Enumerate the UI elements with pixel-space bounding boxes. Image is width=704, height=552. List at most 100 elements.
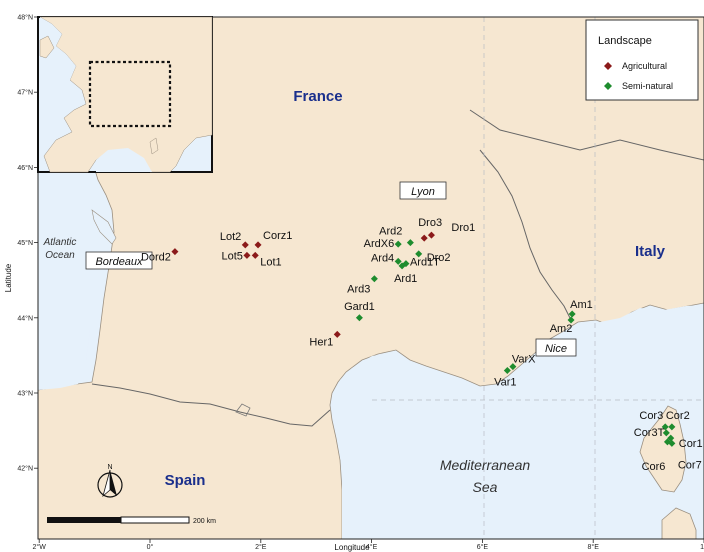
city-bordeaux: Bordeaux — [85, 251, 153, 270]
site-label: Gard1 — [344, 301, 375, 313]
site-marker — [370, 275, 378, 283]
site-her1: Her1 — [309, 330, 341, 348]
site-marker — [427, 231, 435, 239]
region-label-france: France — [293, 88, 342, 105]
y-tick-label: 48°N — [17, 14, 33, 22]
city-nice: Nice — [535, 338, 577, 357]
site-dro2: Dro2 — [415, 250, 451, 264]
site-label: Lot1 — [260, 256, 281, 268]
site-label: Corz1 — [263, 230, 292, 242]
x-tick-label: 2°W — [33, 543, 47, 551]
site-am2: Am2 — [550, 316, 575, 335]
site-lot5: Lot5 — [222, 250, 251, 262]
site-dro1: Dro1 — [427, 222, 475, 239]
gironde-estuary — [91, 209, 117, 245]
site-marker — [567, 316, 575, 324]
site-marker — [667, 434, 675, 442]
y-tick-label: 42°N — [17, 465, 33, 473]
site-marker — [509, 363, 517, 371]
site-lot2: Lot2 — [220, 231, 249, 249]
site-varx: VarX — [509, 354, 536, 371]
swiss-border — [469, 109, 704, 161]
sea-label-line1: Mediterranean — [440, 457, 530, 473]
site-ard4: Ard4 — [371, 252, 402, 265]
site-label: Dord2 — [141, 252, 171, 264]
legend-marker — [604, 62, 612, 70]
site-label: Ard2 — [379, 226, 402, 238]
site-ard1: Ard1 — [394, 262, 417, 285]
site-label: Ard4 — [371, 252, 394, 264]
site-marker — [662, 429, 670, 437]
legend-item: Agricultural — [604, 61, 667, 71]
site-label: VarX — [512, 354, 536, 366]
site-dro3: Dro3 — [418, 217, 442, 242]
mediterranean-sea — [332, 305, 704, 539]
map-frame — [37, 16, 704, 540]
y-tick-label: 46°N — [17, 164, 33, 172]
site-marker — [661, 423, 669, 431]
x-tick-label: 0° — [147, 543, 154, 551]
site-cor3: Cor3 — [639, 410, 669, 431]
x-tick-label: 10 — [700, 544, 704, 551]
site-label: Dro3 — [418, 217, 442, 229]
legend-label: Agricultural — [622, 61, 667, 71]
site-marker — [355, 314, 363, 322]
site-label: Am2 — [550, 323, 573, 335]
north-arrow-icon: N — [97, 464, 123, 498]
site-marker — [503, 366, 511, 374]
city-lyon: Lyon — [399, 181, 447, 200]
site-dord2: Dord2 — [141, 248, 179, 264]
site-label: Am1 — [570, 299, 593, 311]
x-tick-label: 4°E — [366, 543, 378, 551]
site-cor7: Cor7 — [668, 439, 702, 471]
site-marker — [420, 234, 428, 242]
site-corz1: Corz1 — [254, 230, 292, 249]
site-label: ArdX6 — [364, 238, 395, 250]
city-label-bordeaux: Bordeaux — [95, 256, 143, 268]
site-lot1: Lot1 — [251, 251, 282, 268]
x-tick-label: 2°E — [255, 543, 267, 551]
y-tick-label: 47°N — [17, 89, 33, 97]
site-marker — [568, 310, 576, 318]
x-tick-label: 8°E — [588, 543, 600, 551]
legend-label: Semi-natural — [622, 81, 673, 91]
site-cor3t: Cor3T — [634, 427, 670, 439]
site-label: Var1 — [494, 376, 516, 388]
site-marker — [415, 250, 423, 258]
site-label: Cor3T — [634, 427, 665, 439]
site-marker — [406, 239, 414, 247]
ocean-label-line2: Ocean — [45, 250, 75, 261]
site-marker — [398, 262, 406, 270]
site-marker — [241, 241, 249, 249]
site-label: Cor7 — [678, 459, 702, 471]
site-am1: Am1 — [568, 299, 593, 318]
city-label-nice: Nice — [545, 343, 567, 355]
axis-ticks: 2°W0°2°E4°E6°E8°E1048°N47°N46°N45°N44°N4… — [17, 14, 704, 551]
site-gard1: Gard1 — [344, 301, 375, 322]
site-cor2: Cor2 — [666, 410, 690, 431]
region-label-italy: Italy — [635, 243, 666, 260]
site-marker — [394, 240, 402, 248]
region-label-spain: Spain — [165, 472, 206, 489]
atlantic-sea — [38, 200, 98, 390]
scale-bar: 200 km — [47, 516, 216, 525]
legend-item: Semi-natural — [604, 81, 673, 91]
y-tick-label: 43°N — [17, 390, 33, 398]
site-label: Lot2 — [220, 231, 241, 243]
scale-bar-label: 200 km — [193, 518, 216, 525]
site-marker — [394, 257, 402, 265]
site-marker — [254, 241, 262, 249]
site-ard3: Ard3 — [347, 275, 378, 296]
site-label: Dro1 — [451, 222, 475, 234]
site-label: Cor1 — [679, 438, 703, 450]
site-marker — [668, 423, 676, 431]
site-label: Cor3 — [639, 410, 663, 422]
inset-map — [37, 16, 213, 173]
site-label: Ard3 — [347, 284, 370, 296]
legend-marker — [604, 82, 612, 90]
site-ardx6: ArdX6 — [364, 238, 402, 250]
city-label-lyon: Lyon — [411, 186, 435, 198]
